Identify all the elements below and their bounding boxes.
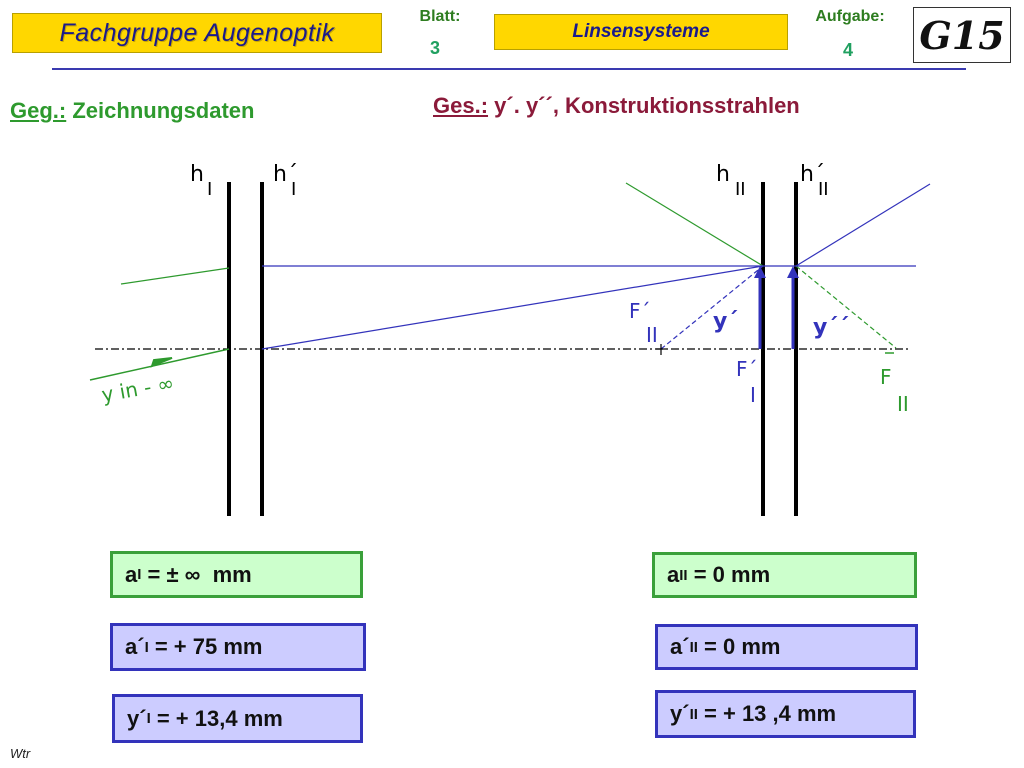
arrow-icon <box>150 357 173 368</box>
param-a1-sym: a <box>125 561 138 587</box>
sought-text: y´. y´´, Konstruktionsstrahlen <box>494 93 800 118</box>
label-h2-prime-sub: II <box>818 179 829 200</box>
param-a2-prime-box: a´II = 0 mm <box>655 624 918 670</box>
label-f2-prime-sub: II <box>646 323 658 347</box>
green-ray-system2 <box>625 182 764 267</box>
blue-ray-dashed <box>660 265 764 350</box>
topic-title: Linsensysteme <box>572 21 710 42</box>
blue-ray-exit <box>795 183 931 267</box>
label-f1-prime: F´ <box>736 357 758 381</box>
given-label: Geg.: <box>10 98 67 123</box>
label-h1-prime: h´ <box>273 162 298 187</box>
header-divider <box>52 68 966 70</box>
given-text: Zeichnungsdaten <box>72 98 255 123</box>
label-h2: h <box>716 162 730 187</box>
blue-ray-oblique <box>261 265 764 350</box>
given-line: Geg.: Zeichnungsdaten <box>10 98 254 124</box>
param-a2-prime-sub: II <box>689 638 698 656</box>
param-y2-prime-sym: y´ <box>670 701 690 726</box>
logo-text: G15 <box>919 12 1005 58</box>
sought-line: Ges.: y´. y´´, Konstruktionsstrahlen <box>433 93 800 119</box>
green-ray-dashed <box>795 265 897 349</box>
param-y1-prime-value: = + 13,4 mm <box>150 705 283 731</box>
label-h1-prime-sub: I <box>291 179 296 200</box>
param-a2-sub: II <box>679 566 688 584</box>
label-y-double-prime: y´´ <box>813 315 849 340</box>
param-a1-value: = ± ∞ mm <box>141 561 252 587</box>
param-y2-prime-sub: II <box>689 705 698 723</box>
label-f2-bar: F <box>880 365 892 389</box>
sought-label: Ges.: <box>433 93 489 118</box>
param-a1-sub: I <box>137 566 142 583</box>
param-y1-prime-box: y´I = + 13,4 mm <box>112 694 363 743</box>
header-title-box: Fachgruppe Augenoptik <box>12 13 382 53</box>
param-a2-sym: a <box>667 562 680 587</box>
param-a2-value: = 0 mm <box>687 562 771 587</box>
label-f2-prime: F´ <box>629 299 651 323</box>
label-f1-prime-sub: I <box>750 383 756 407</box>
blatt-value: 3 <box>429 38 440 58</box>
green-ray-axis <box>89 348 230 381</box>
author-initials: Wtr <box>10 746 31 761</box>
label-h2-sub: II <box>735 179 746 200</box>
param-a2-prime-value: = 0 mm <box>697 634 781 659</box>
aufgabe-value: 4 <box>842 40 853 60</box>
green-ray-incoming <box>120 267 230 285</box>
param-a2-prime-sym: a´ <box>670 634 690 659</box>
label-y-prime: y´ <box>713 309 738 334</box>
label-f2-bar-sub: II <box>897 392 909 416</box>
label-h2-prime: h´ <box>800 162 825 187</box>
label-h1-sub: I <box>207 179 212 200</box>
arrow-up-icon <box>754 266 766 278</box>
param-a1-prime-box: a´I = + 75 mm <box>110 623 366 671</box>
param-a1-prime-sub: I <box>144 638 149 656</box>
param-y1-prime-sym: y´ <box>127 705 147 731</box>
param-y2-prime-value: = + 13 ,4 mm <box>697 701 837 726</box>
param-a1-prime-sym: a´ <box>125 634 145 659</box>
aufgabe-label: Aufgabe: <box>815 8 885 25</box>
arrow-up-icon <box>787 266 799 278</box>
blatt-label: Blatt: <box>419 8 461 25</box>
g15-logo: G15 <box>913 7 1011 63</box>
param-y2-prime-box: y´II = + 13 ,4 mm <box>655 690 916 738</box>
param-a1-prime-value: = + 75 mm <box>148 634 263 659</box>
header-title: Fachgruppe Augenoptik <box>59 18 335 47</box>
topic-box: Linsensysteme <box>494 14 788 50</box>
label-h1: h <box>190 162 204 187</box>
param-y1-prime-sub: I <box>146 710 151 727</box>
